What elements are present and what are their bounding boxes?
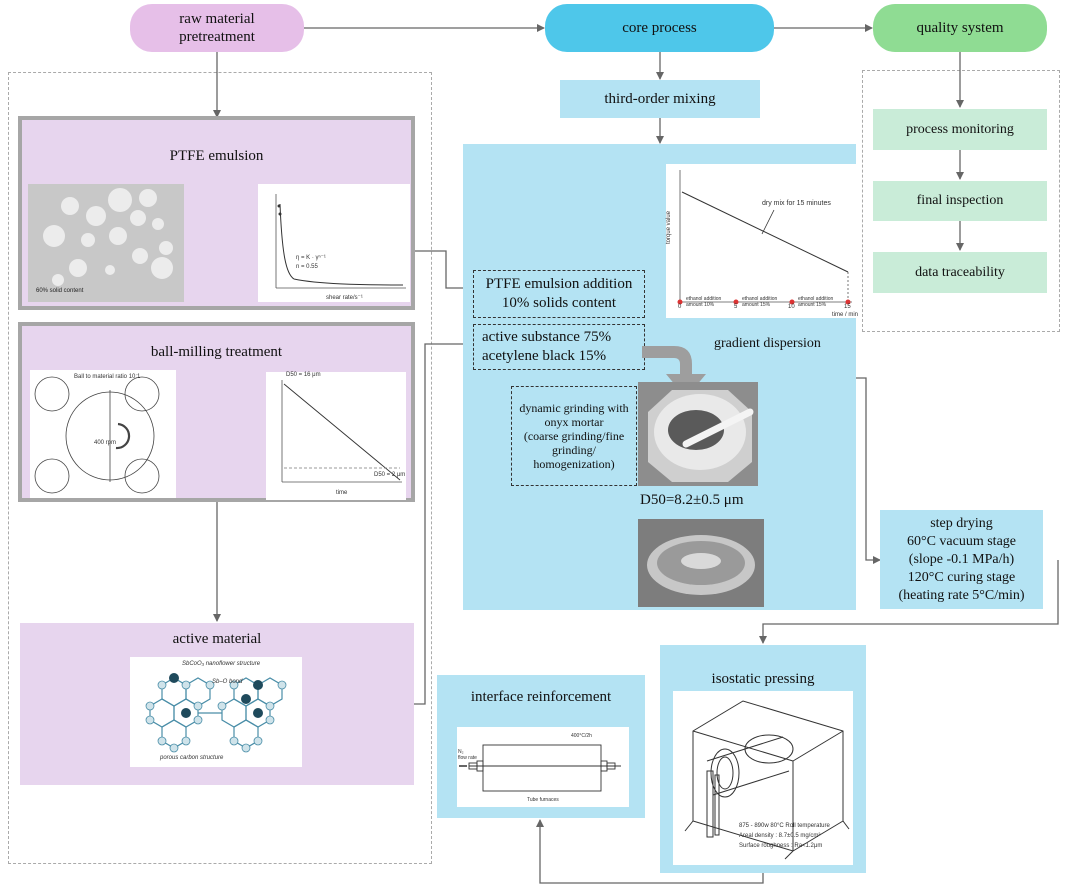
- torque-point-label-1: ethanol addition amount 10%: [686, 296, 722, 308]
- ptfe-viscosity-svg: [275, 194, 406, 289]
- active-label-3: porous carbon structure: [160, 755, 224, 761]
- data-traceability-box: data traceability: [873, 252, 1047, 293]
- raw-material-pill: raw material pretreatment: [130, 4, 304, 52]
- ball-milling-panel: ball-milling treatment Ball to material …: [18, 322, 415, 502]
- active-substance-line1: active substance 75%: [482, 329, 612, 345]
- ball-size-chart: D50 = 16 μm D50 = 2 μm time: [266, 372, 406, 500]
- ball-xlabel: time: [336, 490, 348, 496]
- torque-point-label-3: ethanol addition amount 15%: [798, 296, 834, 308]
- ball-rpm-label: 400 rpm: [94, 440, 117, 446]
- grinding-box: dynamic grinding with onyx mortar (coars…: [511, 386, 637, 486]
- ptfe-addition-line1: PTFE emulsion addition: [485, 276, 633, 292]
- ball-size-svg: [281, 380, 402, 483]
- ball-ratio-label: Ball to material ratio 10:1: [74, 374, 141, 380]
- torque-point-label-2: ethanol addition amount 15%: [742, 296, 778, 308]
- ptfe-viscosity-chart: η = K · γⁿ⁻¹ n = 0.55 shear rate/s⁻¹: [258, 184, 410, 302]
- step-drying-box: step drying 60°C vacuum stage (slope -0.…: [880, 510, 1043, 609]
- arrow-pressing-to-interface: [536, 819, 764, 884]
- press-photo: [638, 519, 764, 607]
- isostatic-pressing-title: isostatic pressing: [711, 671, 815, 687]
- quality-region: [862, 70, 1060, 332]
- active-substance-box: active substance 75% acetylene black 15%: [473, 324, 645, 370]
- isostatic-note-1: 875 - 890w 80°C Roll temperature: [739, 823, 830, 829]
- mortar-photo: [638, 382, 758, 486]
- ptfe-addition-box: PTFE emulsion addition 10% solids conten…: [473, 270, 645, 318]
- core-process-pill: core process: [545, 4, 774, 52]
- ptfe-emulsion-title: PTFE emulsion: [169, 148, 264, 164]
- arrow-ptfe-to-core: [412, 250, 474, 292]
- tube-furnace-svg: [459, 744, 621, 792]
- iface-inlet-label: N₂ flow rate: [458, 749, 477, 761]
- isostatic-machine-image: 875 - 890w 80°C Roll temperature Areal d…: [673, 691, 853, 865]
- active-label-1: SbCoO₃ nanoflower structure: [182, 661, 261, 667]
- ptfe-eq2: n = 0.55: [296, 264, 318, 270]
- ball-milling-title: ball-milling treatment: [150, 344, 283, 360]
- ptfe-particles-image: 60% solid content: [28, 184, 184, 302]
- press-svg: [638, 519, 764, 607]
- interface-reinforcement-title: interface reinforcement: [470, 689, 612, 705]
- isostatic-note-3: Surface roughness : Ra<1.2μm: [739, 843, 823, 849]
- ptfe-particles-svg: [43, 188, 173, 286]
- iface-label: Tube furnaces: [527, 797, 559, 803]
- active-material-title: active material: [172, 631, 262, 647]
- active-substance-line2: acetylene black 15%: [482, 348, 607, 364]
- final-inspection-box: final inspection: [873, 181, 1047, 221]
- ptfe-emulsion-panel: PTFE emulsion 60% solid content η = K · …: [18, 116, 415, 310]
- torque-tick-1: 5: [734, 304, 738, 310]
- third-order-mixing-box: third-order mixing: [560, 80, 760, 118]
- torque-chart: torque value dry mix for 15 minutes 0 5 …: [666, 164, 860, 318]
- ball-top-label: D50 = 16 μm: [286, 372, 321, 378]
- active-material-panel: active material: [20, 623, 414, 785]
- torque-ylabel: torque value: [666, 210, 672, 244]
- torque-tick-0: 0: [678, 304, 682, 310]
- ptfe-solid-label: 60% solid content: [36, 288, 84, 294]
- active-label-2: Sb–O bond: [212, 679, 243, 685]
- ball-mill-diagram: Ball to material ratio 10:1 400 rpm: [30, 370, 176, 498]
- isostatic-note-2: Areal density : 8.7±0.5 mg/cm²: [739, 833, 821, 839]
- ball-mill-svg: [34, 376, 160, 494]
- active-material-diagram: SbCoO₃ nanoflower structure Sb–O bond po…: [130, 657, 302, 767]
- torque-annotation: dry mix for 15 minutes: [762, 200, 831, 207]
- active-material-svg: [145, 673, 287, 753]
- torque-tick-3: 15: [844, 304, 851, 310]
- gradient-dispersion-title: gradient dispersion: [714, 336, 821, 351]
- raw-material-region: [8, 72, 432, 864]
- tube-furnace-image: N₂ flow rate 400°C/2h Tube furnaces: [457, 727, 629, 807]
- ptfe-eq1: η = K · γⁿ⁻¹: [296, 255, 326, 261]
- arrow-dispersion-to-drying: [856, 377, 881, 564]
- d50-label: D50=8.2±0.5 μm: [640, 492, 744, 508]
- isostatic-pressing-panel: isostatic pressing 875 - 890w 80°C Roll …: [660, 645, 866, 873]
- process-monitoring-box: process monitoring: [873, 109, 1047, 150]
- ptfe-xlabel: shear rate/s⁻¹: [326, 295, 363, 301]
- quality-system-pill: quality system: [873, 4, 1047, 52]
- torque-tick-2: 10: [788, 304, 795, 310]
- isostatic-machine-svg: [684, 700, 850, 860]
- arrow-drying-to-pressing: [759, 560, 1059, 644]
- mortar-svg: [648, 390, 754, 482]
- torque-xlabel: time / min: [832, 312, 859, 318]
- interface-reinforcement-panel: interface reinforcement N₂ flow rate 400…: [437, 675, 645, 818]
- torque-svg: [677, 170, 852, 305]
- ptfe-addition-line2: 10% solids content: [501, 295, 617, 311]
- iface-tag-label: 400°C/2h: [571, 733, 592, 739]
- ball-end-label: D50 = 2 μm: [374, 472, 406, 478]
- arrow-active-to-core: [414, 340, 474, 705]
